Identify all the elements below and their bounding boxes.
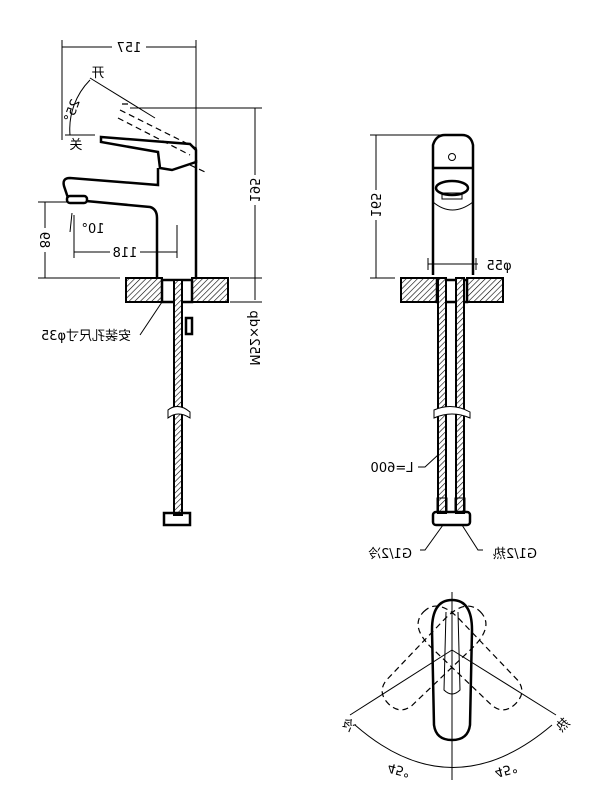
- label-open: 开: [91, 66, 104, 81]
- dim-reach-118: 118: [113, 246, 138, 261]
- label-hot: 热: [554, 716, 574, 736]
- cold-inlet-label: G1/2冷: [368, 547, 412, 562]
- dim-height-165: 165: [367, 193, 382, 218]
- dim-spout-height-89: 89: [36, 232, 51, 249]
- hose: [173, 279, 183, 516]
- spout: [62, 168, 160, 199]
- hose-hot: [455, 277, 465, 514]
- angle-left: 45°: [386, 759, 412, 779]
- hose-length: L=600: [371, 461, 414, 476]
- hot-inlet-label: G1/2热: [493, 547, 537, 562]
- angle-right: 45°: [493, 759, 519, 779]
- dim-height-195: 195: [246, 178, 261, 203]
- lever-handle: [99, 135, 198, 172]
- lever-top: [430, 598, 474, 742]
- dim-width-157: 157: [117, 41, 142, 56]
- front-view: 165 φ55 L=600 G1/2冷 G1/2热: [367, 133, 537, 562]
- mount-hole-label: 安装孔尺寸φ35: [41, 329, 131, 344]
- angle-arc: [354, 724, 553, 768]
- aerator: [65, 194, 89, 205]
- dim-base-dia: φ55: [486, 259, 511, 274]
- thread-spec: M52×dp: [246, 310, 261, 365]
- side-view: 157 开 关 25° 10° 118 89: [36, 40, 262, 527]
- label-cold: 冷: [338, 716, 358, 736]
- faucet-body: [431, 133, 475, 275]
- spout-angle: 10°: [81, 222, 104, 237]
- hose-nut: [162, 511, 192, 527]
- label-closed: 关: [69, 138, 82, 153]
- inlet-nuts: [431, 510, 472, 527]
- lever-angle: 25°: [62, 97, 84, 124]
- top-view: 冷 热 45° 45°: [338, 592, 574, 780]
- hose-cold: [437, 277, 447, 514]
